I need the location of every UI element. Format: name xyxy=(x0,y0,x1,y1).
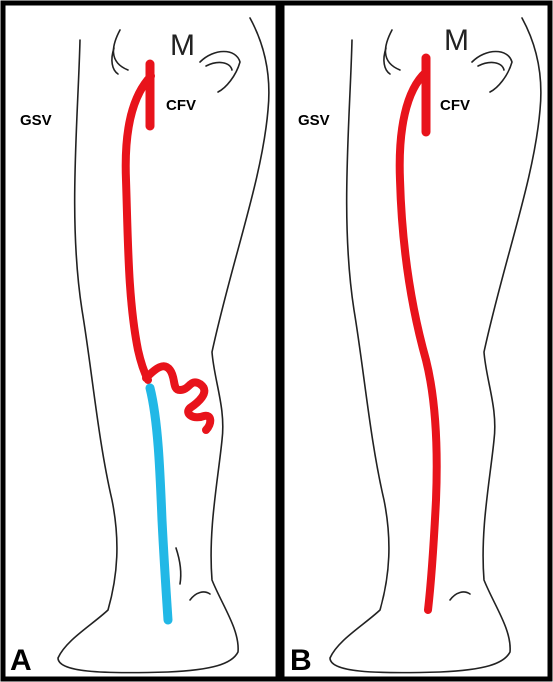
panel-b-gsv-label: GSV xyxy=(298,112,330,129)
panel-b-monogram: M xyxy=(444,24,469,57)
panel-a-cfv-label: CFV xyxy=(166,97,196,114)
panel-b-letter: B xyxy=(290,644,312,677)
panel-a-letter: A xyxy=(10,644,32,677)
panel-b-cfv-label: CFV xyxy=(440,97,470,114)
panel-a-gsv-label: GSV xyxy=(20,112,52,129)
panel-a-monogram: M xyxy=(170,29,195,62)
